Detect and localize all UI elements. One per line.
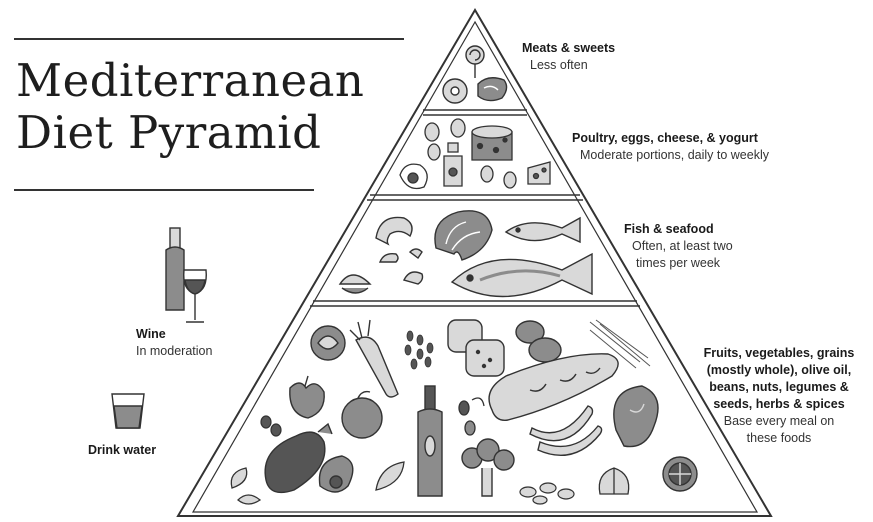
tier-heading-line: beans, nuts, legumes & [688, 379, 870, 396]
fish-small-icon [506, 218, 580, 242]
water-glass-icon [112, 394, 144, 428]
citrus-slice-icon [663, 457, 697, 491]
tier-heading: Meats & sweets [522, 40, 615, 57]
wine-bottle-icon [166, 228, 184, 310]
wine-glass-icon [184, 270, 207, 322]
tier-detail: Less often [522, 57, 615, 74]
clam-icon [340, 275, 370, 293]
lettuce-icon [614, 386, 658, 447]
wine-heading: Wine [136, 326, 212, 343]
tier-label-meats: Meats & sweets Less often [522, 40, 615, 74]
garlic-icon [599, 468, 628, 494]
bananas-icon [530, 406, 602, 455]
tier-label-poultry: Poultry, eggs, cheese, & yogurt Moderate… [572, 130, 769, 164]
water-label: Drink water [88, 442, 156, 459]
bread-slices-icon [448, 320, 504, 376]
cheese-wedge-icon [528, 162, 550, 184]
lollipop-icon [466, 46, 484, 78]
tier-detail: Moderate portions, daily to weekly [572, 147, 769, 164]
tier-label-fish: Fish & seafood Often, at least two times… [624, 221, 733, 272]
tier-heading-line: (mostly whole), olive oil, [688, 362, 870, 379]
carrot-icon [350, 320, 398, 397]
tier-heading-line: Fruits, vegetables, grains [688, 345, 870, 362]
nuts-icon [520, 483, 574, 504]
water-heading: Drink water [88, 442, 156, 459]
milk-bottle-icon [444, 143, 462, 186]
tier-detail-line: these foods [688, 430, 870, 447]
fried-egg-icon [400, 164, 427, 188]
tier-heading: Fish & seafood [624, 221, 733, 238]
apple-icon [290, 376, 324, 418]
tier-detail-line: Base every meal on [688, 413, 870, 430]
donut-icon [443, 79, 467, 103]
beans-icon [261, 416, 281, 436]
fish-large-icon [452, 254, 592, 297]
wine-detail: In moderation [136, 343, 212, 360]
onion-icon [311, 326, 345, 360]
tier-label-base: Fruits, vegetables, grains (mostly whole… [688, 345, 870, 447]
tier-detail-line: times per week [624, 255, 733, 272]
tier-detail-line: Often, at least two [624, 238, 733, 255]
potatoes-icon [516, 321, 561, 362]
avocado-icon [319, 456, 352, 492]
seeds-icon [405, 331, 433, 369]
wine-label: Wine In moderation [136, 326, 212, 360]
steak-icon [478, 78, 507, 101]
broccoli-icon [462, 439, 514, 496]
olive-oil-bottle-icon [418, 386, 442, 496]
olives-icon [459, 398, 484, 435]
tier-heading: Poultry, eggs, cheese, & yogurt [572, 130, 769, 147]
tier-heading-line: seeds, herbs & spices [688, 396, 870, 413]
orange-icon [342, 392, 382, 438]
baguette-icon [489, 354, 618, 420]
cheese-wheel-icon [472, 126, 512, 160]
salmon-steak-icon [435, 211, 492, 260]
shrimp-icon [376, 217, 423, 284]
